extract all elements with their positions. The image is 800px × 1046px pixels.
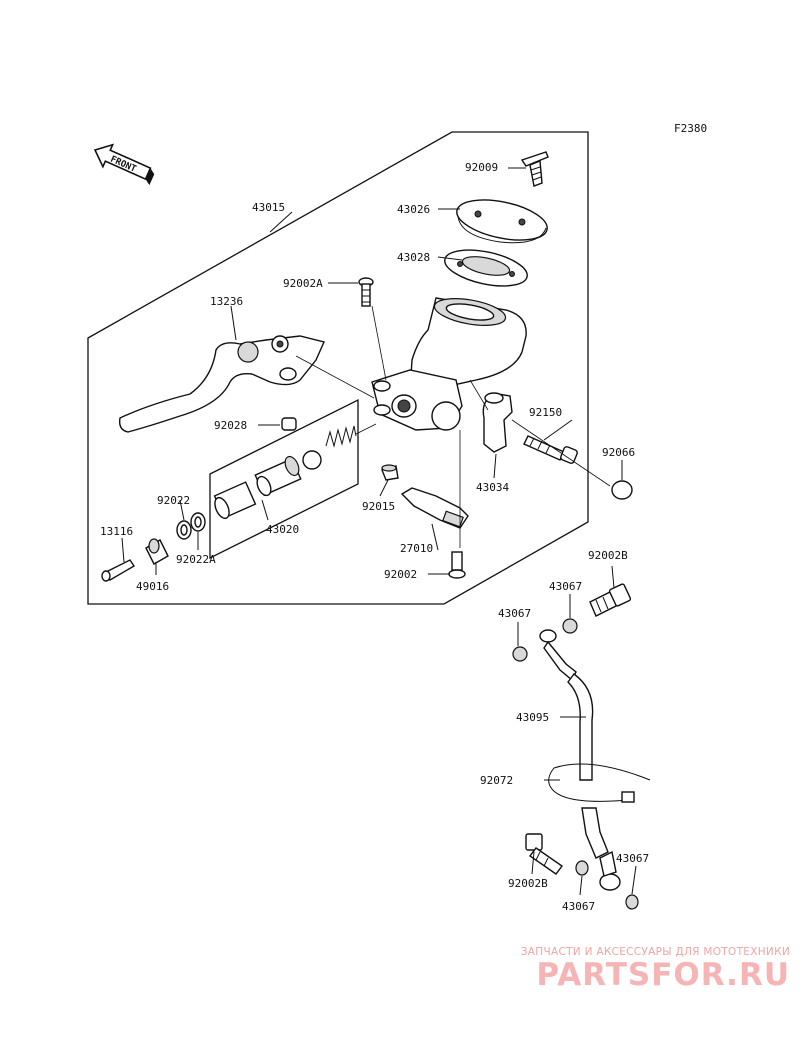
leader-lines: [121, 167, 637, 896]
grommet-92015: [381, 464, 399, 481]
assembly-frame: [87, 131, 589, 605]
label-92072: 92072: [480, 774, 513, 787]
label-92002B-bottom: 92002B: [508, 877, 548, 890]
reservoir-cap-43026: [456, 199, 548, 244]
clamp-band-92072: [548, 763, 651, 803]
rings-92022: [176, 512, 206, 540]
label-27010: 27010: [400, 542, 433, 555]
label-92022A: 92022A: [176, 553, 216, 566]
label-92002A: 92002A: [283, 277, 323, 290]
label-43034: 43034: [476, 481, 509, 494]
banjo-bolt-92002B-top: [589, 583, 632, 617]
pushrod-13116: [101, 559, 135, 582]
label-92066: 92066: [602, 446, 635, 459]
watermark: ЗАПЧАСТИ И АКСЕССУАРЫ ДЛЯ МОТОТЕХНИКИ PA…: [521, 946, 790, 992]
screw-92009: [520, 151, 549, 187]
label-43067-d: 43067: [616, 852, 649, 865]
label-43067-a: 43067: [549, 580, 582, 593]
collar-92028: [281, 417, 297, 431]
boot-49016: [145, 538, 169, 565]
label-43020: 43020: [266, 523, 299, 536]
switch-27010: [400, 487, 469, 529]
diaphragm-43028: [444, 249, 528, 287]
label-49016: 49016: [136, 580, 169, 593]
label-92002B-top: 92002B: [588, 549, 628, 562]
bolt-92002A: [358, 277, 374, 307]
label-92009: 92009: [465, 161, 498, 174]
clutch-lever-13236: [118, 335, 325, 433]
master-cylinder-body: [371, 297, 527, 431]
piston-kit-43020: [213, 425, 357, 520]
washer-43067-b: [512, 646, 528, 662]
label-43028: 43028: [397, 251, 430, 264]
washer-43067-c: [575, 860, 589, 876]
label-43067-c: 43067: [562, 900, 595, 913]
label-43026: 43026: [397, 203, 430, 216]
label-92022: 92022: [157, 494, 190, 507]
label-43067-b: 43067: [498, 607, 531, 620]
washer-43067-d: [625, 894, 639, 910]
hose-43095: [539, 629, 621, 891]
watermark-subtitle: ЗАПЧАСТИ И АКСЕССУАРЫ ДЛЯ МОТОТЕХНИКИ: [520, 946, 790, 958]
clamp-43034: [482, 392, 513, 453]
piston-kit-frame: [209, 398, 359, 560]
label-13116: 13116: [100, 525, 133, 538]
cap-92066: [611, 480, 633, 500]
banjo-bolt-92002B-bottom: [525, 833, 563, 875]
label-92015: 92015: [362, 500, 395, 513]
label-43095: 43095: [516, 711, 549, 724]
washer-43067-a: [562, 618, 578, 634]
callout-labels: 43015 92009 43026 43028 92002A 13236 920…: [100, 161, 649, 913]
figure-code: F2380: [674, 122, 707, 135]
label-92150: 92150: [529, 406, 562, 419]
label-13236: 13236: [210, 295, 243, 308]
label-92002: 92002: [384, 568, 417, 581]
label-92028: 92028: [214, 419, 247, 432]
bolt-92150: [523, 435, 578, 464]
screw-92002: [448, 551, 466, 579]
label-43015: 43015: [252, 201, 285, 214]
front-arrow-icon: FRONT: [93, 143, 155, 186]
watermark-brand: PARTSFOR.RU: [536, 957, 790, 993]
